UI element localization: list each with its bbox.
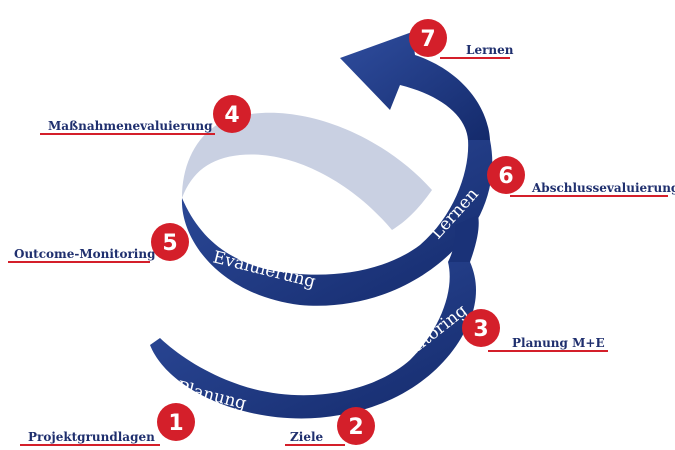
step-1-number: 1	[168, 411, 183, 436]
step-3-label: Planung M+E	[512, 336, 605, 350]
band-middle	[181, 140, 493, 306]
step-1-badge	[157, 403, 195, 441]
step-7-number: 7	[420, 27, 435, 52]
step-1: Projektgrundlagen 1	[20, 403, 195, 446]
upper-loop-inner-surface	[182, 112, 432, 230]
step-1-label: Projektgrundlagen	[28, 430, 155, 444]
step-4-label: Maßnahmenevaluierung	[48, 119, 213, 133]
step-6-number: 6	[498, 164, 513, 189]
step-2-label: Ziele	[290, 430, 324, 444]
step-4-badge	[213, 95, 251, 133]
step-6-label: Abschlussevaluierung	[531, 181, 675, 195]
band-arrow	[340, 32, 490, 140]
step-6: Abschlussevaluierung 6	[487, 156, 675, 197]
step-2-badge	[337, 407, 375, 445]
step-7-badge	[409, 19, 447, 57]
step-5: Outcome-Monitoring 5	[8, 223, 189, 263]
step-6-badge	[487, 156, 525, 194]
step-2-number: 2	[348, 415, 363, 440]
step-4: Maßnahmenevaluierung 4	[40, 95, 251, 135]
step-3: Planung M+E 3	[462, 309, 608, 352]
step-4-number: 4	[224, 103, 239, 128]
step-5-badge	[151, 223, 189, 261]
step-7: Lernen 7	[409, 19, 514, 59]
step-3-badge	[462, 309, 500, 347]
step-5-label: Outcome-Monitoring	[14, 247, 156, 261]
band-connector	[448, 215, 479, 262]
step-2: Ziele 2	[285, 407, 375, 446]
step-3-number: 3	[473, 317, 488, 342]
step-5-number: 5	[162, 231, 177, 256]
band-lower	[150, 262, 476, 419]
step-7-label: Lernen	[466, 43, 514, 57]
